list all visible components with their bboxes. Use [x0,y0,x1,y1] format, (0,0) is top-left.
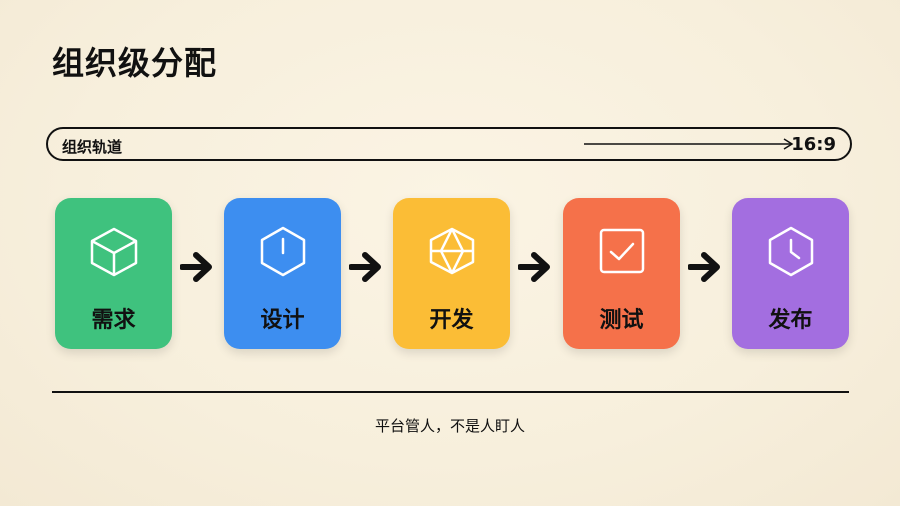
step-label: 需求 [91,308,136,333]
step-label: 发布 [768,308,813,333]
arrow-right-icon [584,138,794,150]
step-label: 设计 [260,308,305,333]
step-card-testing: 测试 [563,198,680,349]
footer-tagline: 平台管人，不是人盯人 [374,417,525,435]
arrow-right-icon [180,252,212,282]
page-title: 组织级分配 [52,44,218,82]
step-card-development: 开发 [393,198,510,349]
arrow-right-icon [349,252,381,282]
hexagon-line-icon [260,226,306,277]
step-label: 测试 [599,308,644,333]
divider [52,391,849,393]
cube-icon [90,227,138,277]
step-card-requirements: 需求 [55,198,172,349]
step-card-release: 发布 [732,198,849,349]
track-ratio: 16:9 [791,134,836,155]
track-label: 组织轨道 [62,138,123,156]
arrow-right-icon [518,252,550,282]
checkbox-icon [599,228,645,274]
track-bar: 组织轨道 16:9 [46,127,852,161]
hexagon-shape-icon [429,227,475,275]
arrow-right-icon [688,252,720,282]
step-card-design: 设计 [224,198,341,349]
step-label: 开发 [429,308,474,333]
clock-icon [768,226,814,277]
